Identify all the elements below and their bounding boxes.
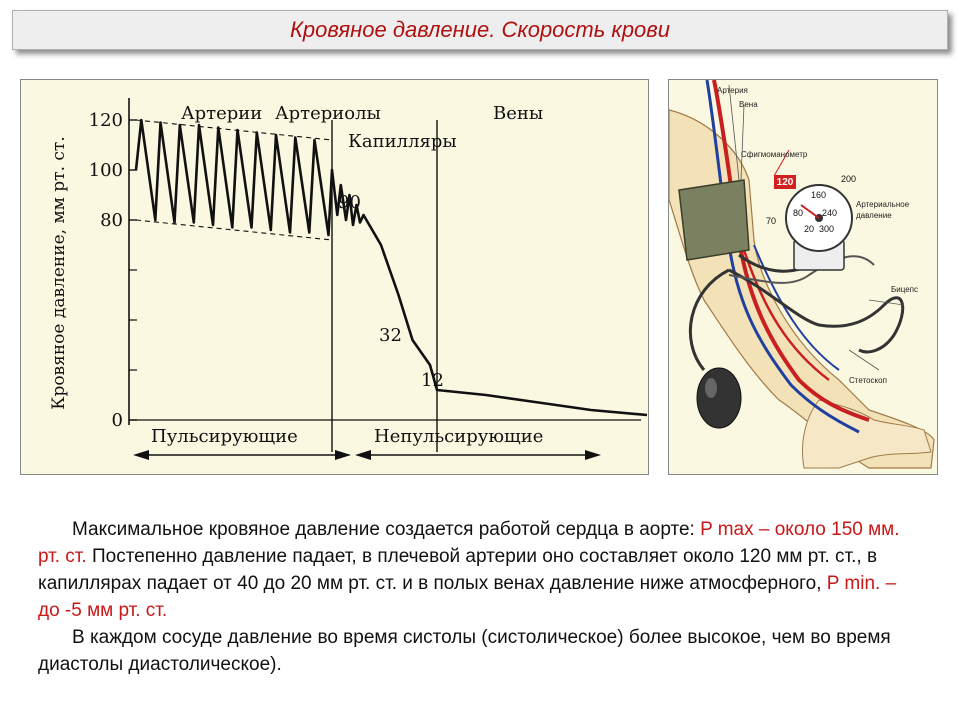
pulsing-arrow — [133, 450, 351, 460]
envelope-max — [135, 119, 333, 141]
gauge-tick-160: 160 — [811, 190, 827, 200]
cuff — [678, 179, 750, 261]
desc-pmin: P min. – до -5 мм рт. ст. — [38, 573, 897, 621]
stethoscope-tube-2 — [728, 255, 875, 284]
region-label-capillaries: Капилляры — [348, 131, 457, 152]
gauge-tick-240: 240 — [822, 208, 838, 218]
description-paragraph-1: Максимальное кровяное давление создается… — [38, 516, 918, 624]
pointer-line-3 — [740, 104, 745, 181]
gauge-tick-70: 70 — [766, 216, 777, 226]
non-pulsing-arrow — [355, 450, 601, 460]
chart-svg: Кровяное давление, мм рт. ст. Артерии Ар… — [49, 98, 648, 460]
envelope-min — [135, 219, 333, 241]
pressure-curve — [134, 118, 648, 417]
annotation-12: 12 — [421, 370, 444, 391]
vein-vessel-2 — [753, 244, 840, 371]
y-tick-label: 120 — [89, 110, 123, 131]
description: Максимальное кровяное давление создается… — [38, 516, 918, 678]
y-tick-label: 100 — [89, 160, 123, 181]
gauge-tick-80: 80 — [793, 208, 804, 218]
stethoscope-tube — [688, 268, 905, 371]
desc-text-1b: Постепенно давление падает, в плечевой а… — [38, 546, 878, 594]
y-tick-label: 0 — [112, 410, 123, 431]
label-pressure-2: давление — [856, 211, 892, 220]
pointer-line-4 — [868, 299, 905, 306]
pulsing-label: Пульсирующие — [151, 426, 298, 447]
label-stethoscope: Стетоскоп — [849, 376, 887, 385]
slide-title: Кровяное давление. Скорость крови — [289, 17, 671, 42]
y-tick-label: 80 — [100, 210, 123, 231]
gauge-needle — [800, 204, 820, 219]
gauge-tick-300: 300 — [819, 224, 835, 234]
label-artery: Артерия — [717, 86, 748, 95]
pointer-line-1 — [773, 149, 790, 177]
gauge-tick-20: 20 — [804, 224, 815, 234]
region-label-arterioles: Артериолы — [275, 103, 381, 124]
description-paragraph-2: В каждом сосуде давление во время систол… — [38, 627, 891, 675]
label-vein: Вена — [739, 100, 758, 109]
label-pressure-1: Артериальное — [856, 200, 910, 209]
arm-cuff-drawing — [669, 80, 935, 469]
blood-pressure-chart: Кровяное давление, мм рт. ст. Артерии Ар… — [20, 79, 649, 475]
hand-shape — [801, 399, 932, 469]
gauge-tick-200: 200 — [841, 174, 857, 184]
gauge-badge: 120 — [774, 175, 796, 189]
non-pulsing-label: Непульсирующие — [374, 426, 543, 447]
label-sphygmomanometer: Сфигмоманометр — [741, 150, 808, 159]
pointer-line-2 — [728, 84, 740, 181]
y-axis-label: Кровяное давление, мм рт. ст. — [49, 136, 69, 409]
annotation-32: 32 — [379, 325, 402, 346]
region-label-veins: Вены — [493, 103, 543, 124]
desc-text-1a: Максимальное кровяное давление создается… — [72, 519, 701, 540]
artery-vessel-2 — [742, 249, 830, 381]
title-bar: Кровяное давление. Скорость крови — [12, 10, 948, 50]
region-label-arteries: Артерии — [181, 103, 262, 124]
vein-vessel — [705, 80, 860, 434]
pointer-line-5 — [848, 349, 880, 371]
pump-bulb — [696, 367, 742, 429]
label-biceps: Бицепс — [891, 285, 918, 294]
artery-vessel — [712, 80, 870, 422]
measurement-illustration: Артерия Вена Сфигмоманометр Артериальное… — [668, 79, 938, 475]
desc-pmax: P max – около 150 мм. рт. ст. — [38, 519, 900, 567]
